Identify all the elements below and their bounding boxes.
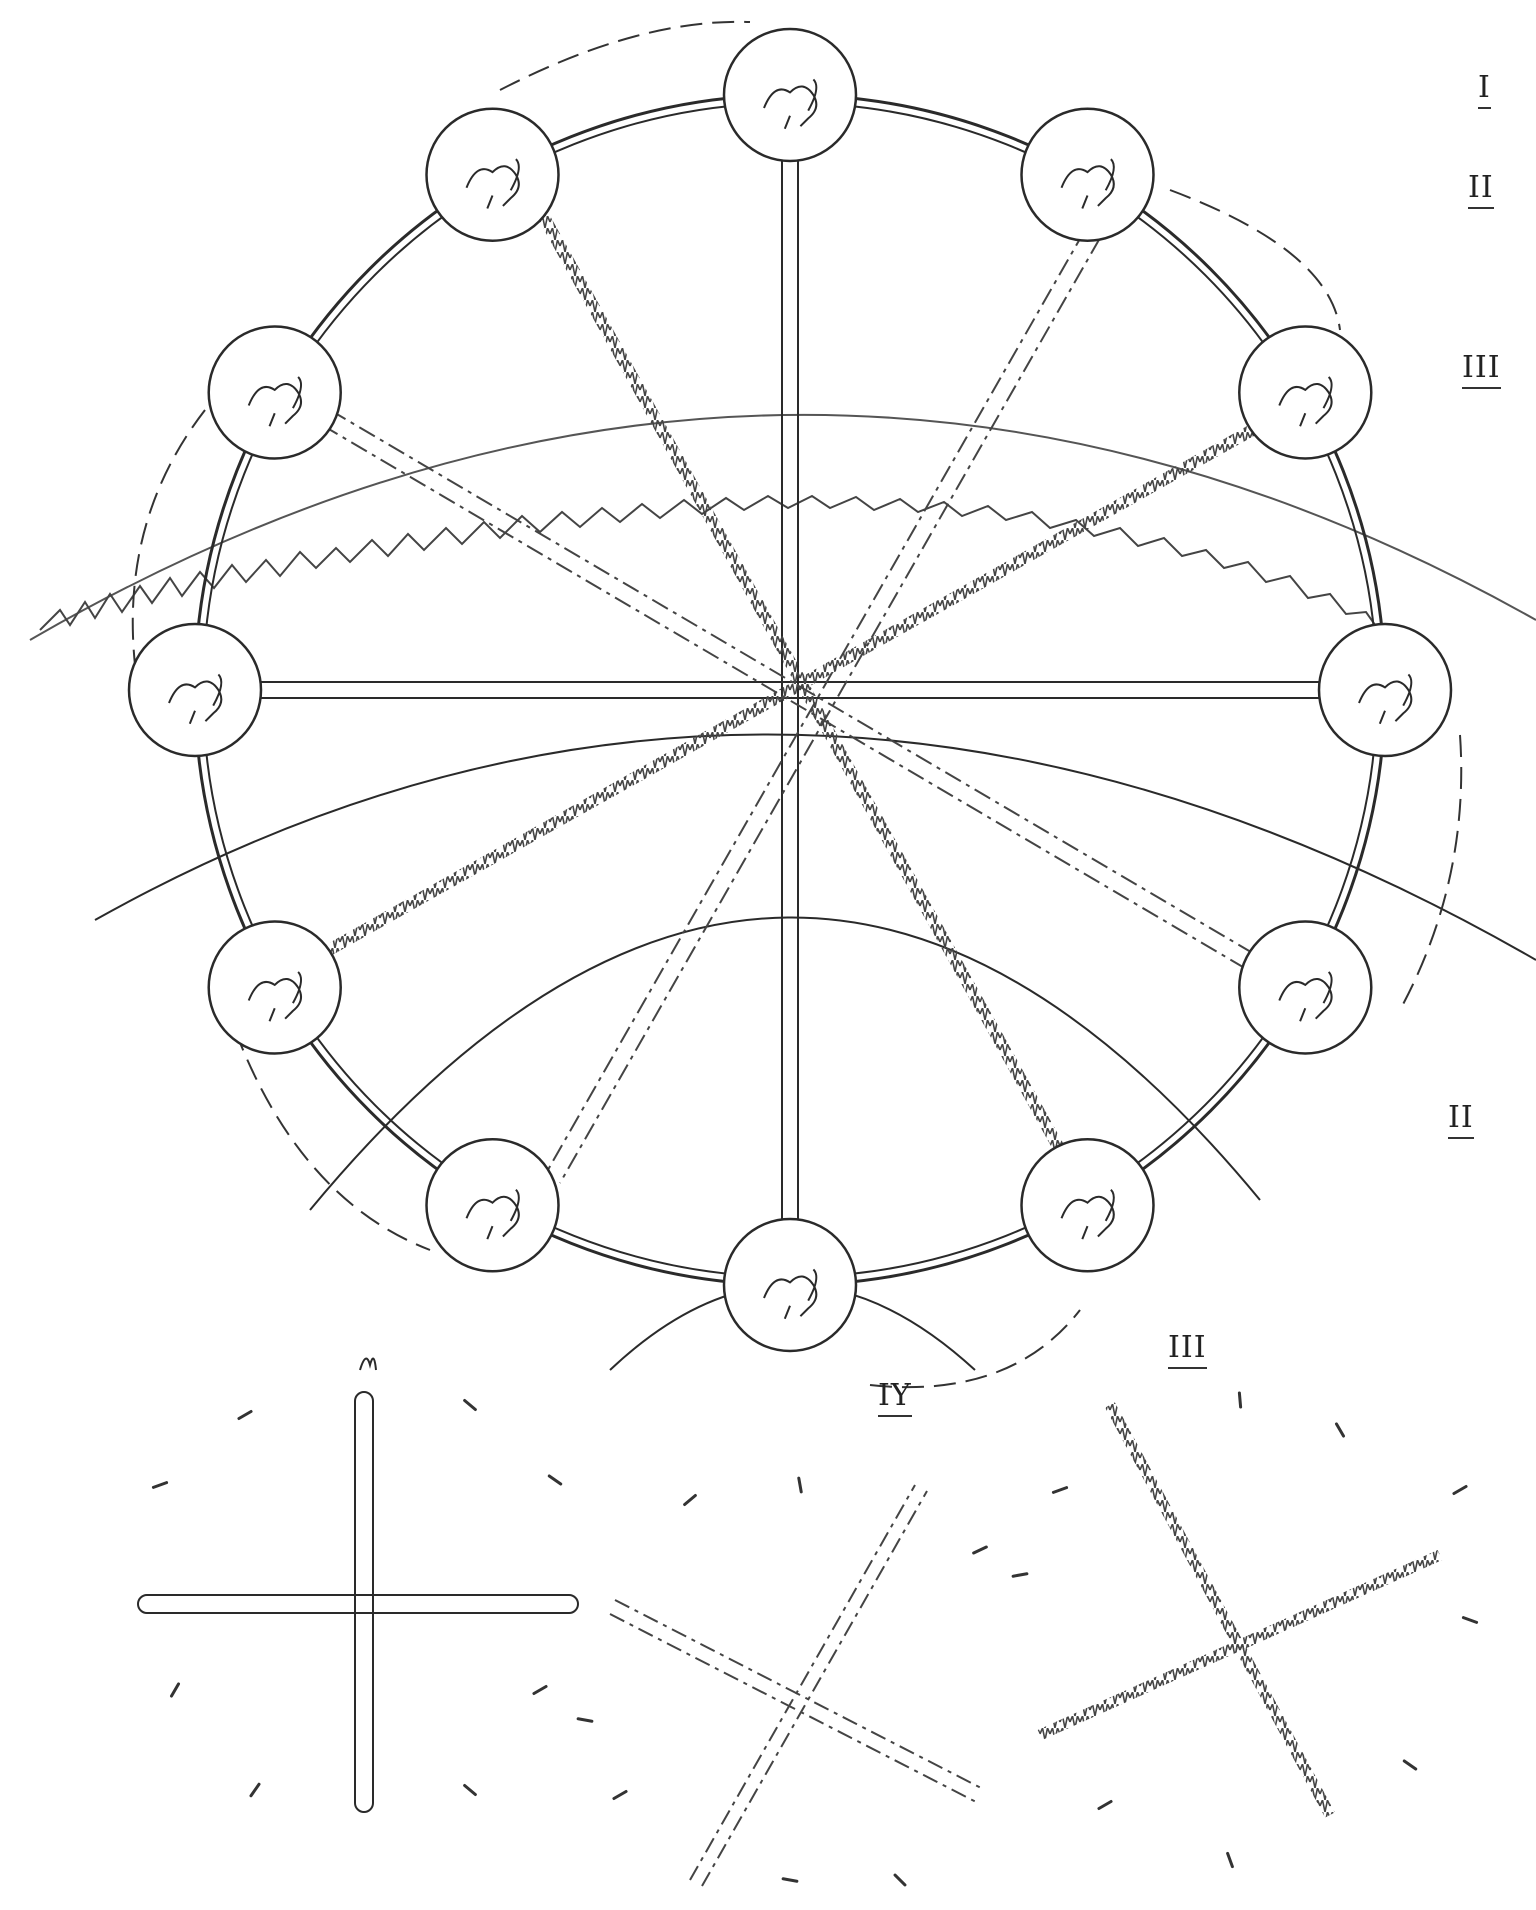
scatter-mark bbox=[799, 1478, 801, 1492]
tiger-icon bbox=[427, 109, 559, 241]
scatter-mark bbox=[578, 1719, 592, 1721]
rat-icon bbox=[129, 624, 261, 756]
scatter-mark bbox=[1239, 1393, 1240, 1407]
scatter-mark bbox=[172, 1684, 179, 1696]
scatter-mark bbox=[614, 1792, 626, 1799]
label-I: I bbox=[1478, 70, 1491, 109]
scatter-mark bbox=[895, 1875, 905, 1885]
sheep-icon bbox=[1239, 922, 1371, 1054]
label-III-top: III bbox=[1462, 350, 1501, 389]
label-III-bottom: III bbox=[1168, 1330, 1207, 1369]
scatter-mark bbox=[153, 1483, 166, 1488]
dashed-spokes bbox=[322, 230, 1290, 1183]
scatter-mark bbox=[1099, 1802, 1111, 1809]
scatter-mark bbox=[239, 1412, 251, 1419]
hatched-spokes bbox=[320, 210, 1270, 1150]
scatter-mark bbox=[1337, 1424, 1344, 1436]
scatter-mark bbox=[783, 1879, 797, 1881]
ox-icon bbox=[209, 327, 341, 459]
scatter-mark bbox=[1404, 1761, 1415, 1769]
dragon-icon bbox=[1022, 109, 1154, 241]
hare-icon bbox=[724, 29, 856, 161]
bottom-cross-dashed bbox=[610, 1485, 985, 1886]
label-II-bottom: II bbox=[1448, 1100, 1474, 1139]
scatter-mark bbox=[1053, 1488, 1066, 1493]
scatter-mark bbox=[1013, 1574, 1027, 1576]
scatter-mark bbox=[685, 1496, 696, 1505]
snake-icon bbox=[1239, 327, 1371, 459]
scatter-mark bbox=[549, 1476, 560, 1484]
scatter-mark bbox=[465, 1401, 476, 1410]
rooster-icon bbox=[724, 1219, 856, 1351]
scatter-mark bbox=[251, 1784, 259, 1795]
monkey-icon bbox=[1022, 1139, 1154, 1271]
bottom-cross-solid bbox=[138, 1359, 578, 1812]
horse-icon bbox=[1319, 624, 1451, 756]
scatter-marks bbox=[153, 1393, 1476, 1885]
label-II-top: II bbox=[1468, 170, 1494, 209]
dog-icon bbox=[427, 1139, 559, 1271]
scatter-mark bbox=[1463, 1618, 1476, 1623]
scatter-mark bbox=[465, 1786, 476, 1795]
scatter-mark bbox=[1454, 1487, 1466, 1494]
scatter-mark bbox=[974, 1547, 987, 1553]
flame-band bbox=[40, 496, 1410, 640]
scatter-mark bbox=[1228, 1853, 1233, 1866]
label-IV: IY bbox=[878, 1378, 912, 1417]
bottom-cross-hatched bbox=[1040, 1405, 1440, 1815]
scatter-mark bbox=[534, 1687, 546, 1694]
pig-icon bbox=[209, 922, 341, 1054]
